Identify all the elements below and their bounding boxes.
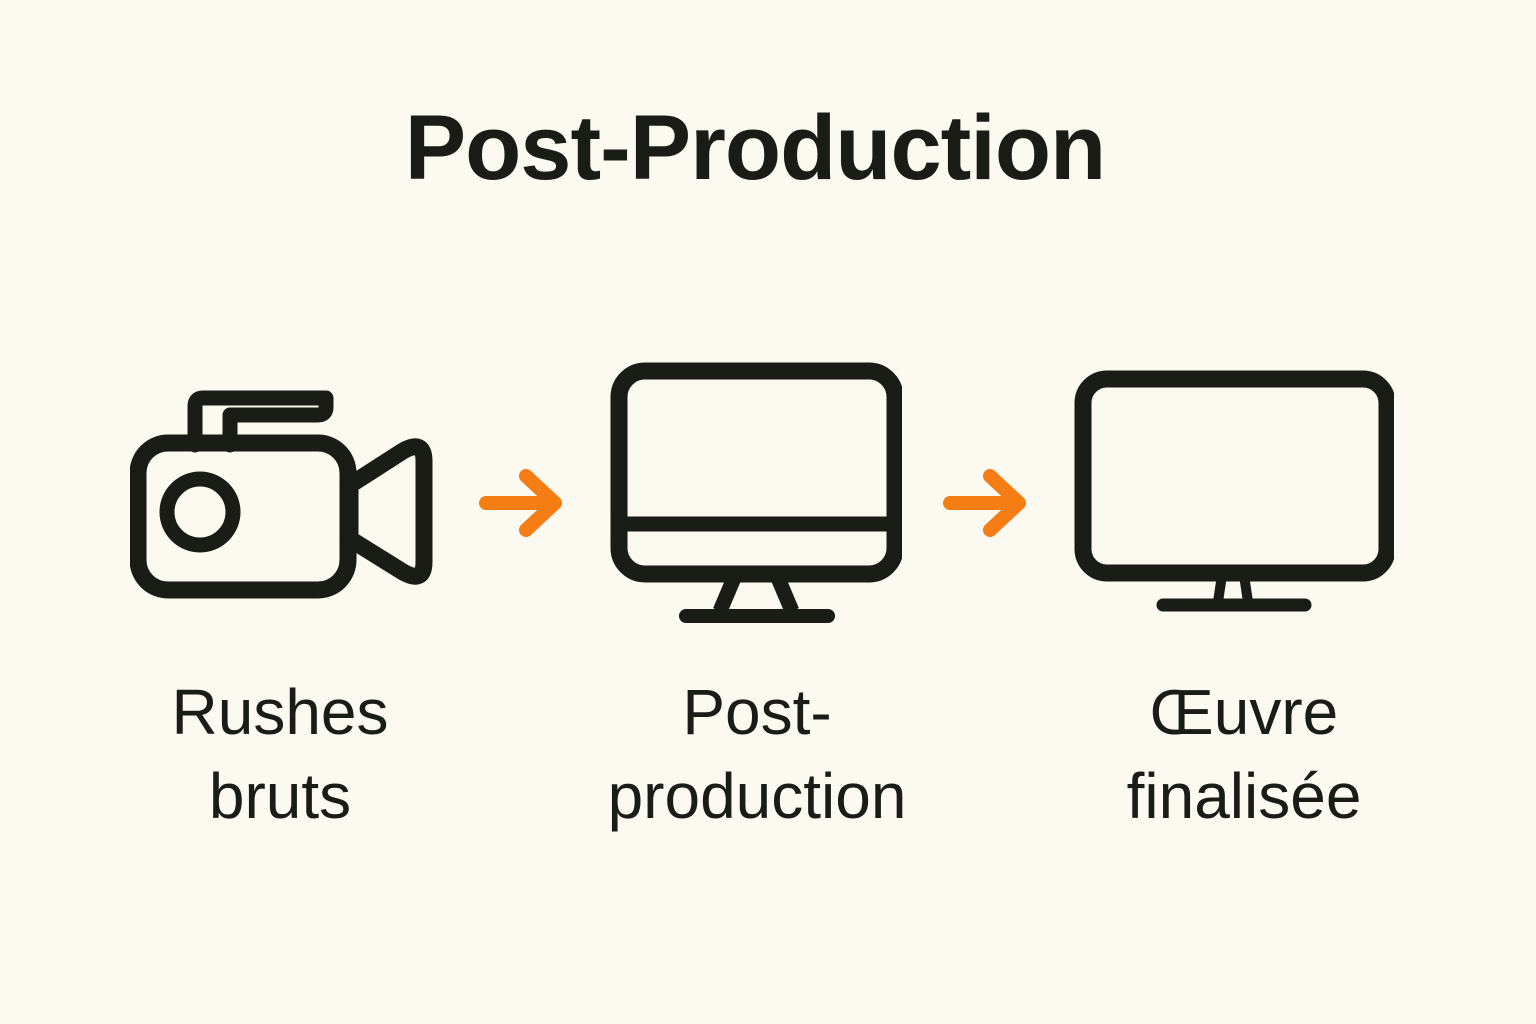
label-line: Œuvre xyxy=(1149,676,1339,748)
label-line: bruts xyxy=(208,760,352,832)
step-label-oeuvre-finalisee: Œuvre finalisée xyxy=(1069,670,1419,838)
arrow-right-icon xyxy=(478,468,568,538)
page-title: Post-Production xyxy=(404,97,1107,199)
label-line: Post- xyxy=(682,676,832,748)
tv-icon xyxy=(1074,370,1394,616)
label-line: finalisée xyxy=(1126,760,1362,832)
computer-monitor-icon xyxy=(610,362,902,627)
step-label-rushes-bruts: Rushes bruts xyxy=(130,670,430,838)
arrow-right-icon xyxy=(942,468,1032,538)
step-label-post-production: Post- production xyxy=(582,670,932,838)
label-line: Rushes xyxy=(171,676,389,748)
label-line: production xyxy=(607,760,907,832)
video-camera-icon xyxy=(130,385,436,630)
